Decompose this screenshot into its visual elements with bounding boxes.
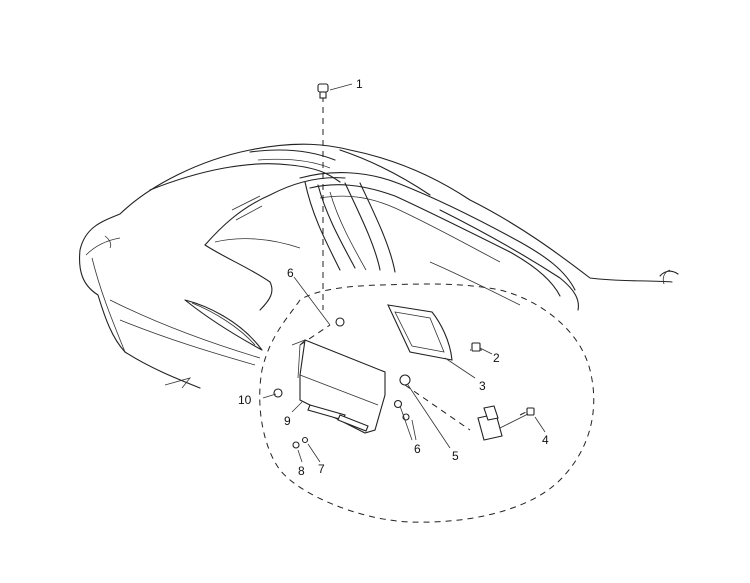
callout-10: 10 bbox=[238, 393, 252, 407]
callout-4: 4 bbox=[542, 433, 549, 447]
callout-3: 3 bbox=[479, 379, 486, 393]
mounting-bracket bbox=[291, 339, 386, 434]
callout-2: 2 bbox=[493, 351, 500, 365]
callout-5: 5 bbox=[452, 449, 459, 463]
detail-boundary bbox=[259, 283, 595, 523]
callout-8: 8 bbox=[298, 464, 305, 478]
callout-6-upper: 6 bbox=[287, 266, 294, 280]
callout-9: 9 bbox=[284, 414, 291, 428]
screw-part-2 bbox=[471, 342, 493, 355]
hull-outline bbox=[78, 143, 679, 389]
bolt-part-1 bbox=[317, 83, 353, 99]
fasteners bbox=[273, 317, 411, 449]
callouts: 1 2 3 4 5 6 6 7 8 9 10 bbox=[238, 77, 549, 478]
callout-7: 7 bbox=[318, 462, 325, 476]
callout-6-lower: 6 bbox=[414, 442, 421, 456]
callout-1: 1 bbox=[356, 77, 363, 91]
cover-plate-part-3 bbox=[387, 304, 476, 379]
leader-lines bbox=[262, 276, 546, 463]
latch-part-4 bbox=[477, 405, 535, 441]
